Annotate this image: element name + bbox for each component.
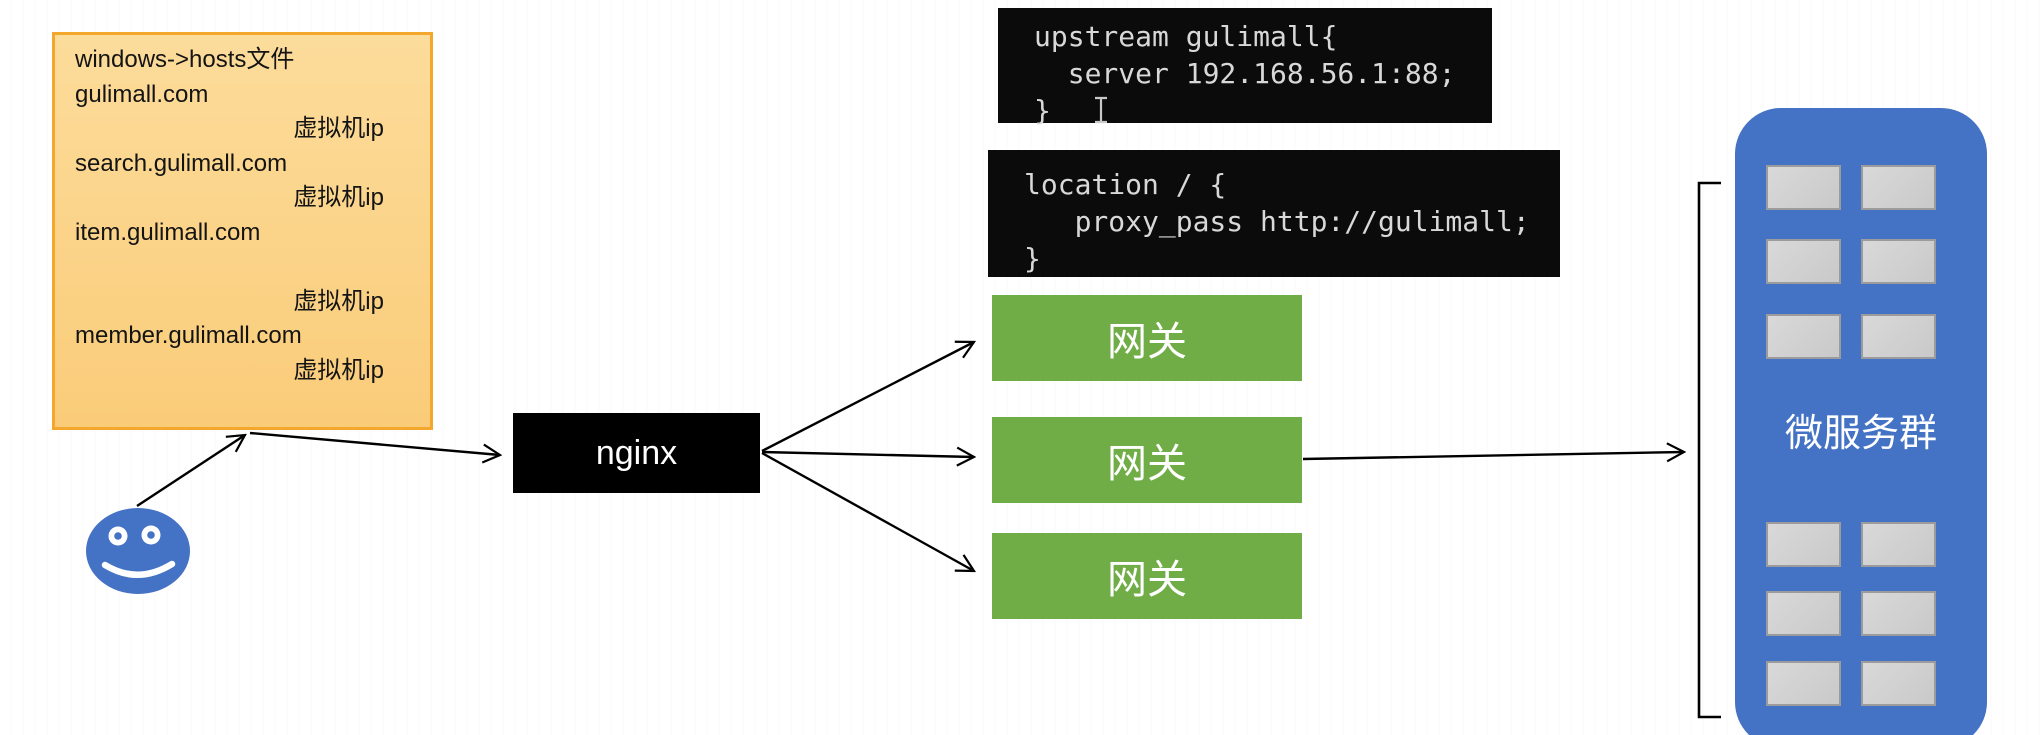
service-window <box>1861 239 1936 284</box>
microservices-cluster: 微服务群 <box>1735 108 1987 735</box>
note-line-blank <box>75 250 410 285</box>
note-line: windows->hosts文件 <box>75 46 295 73</box>
code-line: server 192.168.56.1:88; <box>1034 57 1456 90</box>
gateway-label: 网关 <box>1107 558 1187 602</box>
gateway-node-1: 网关 <box>992 295 1302 381</box>
code-line: } <box>1024 242 1041 275</box>
nginx-node: nginx <box>513 413 760 493</box>
note-line: 虚拟机ip <box>293 287 384 315</box>
note-line: item.gulimall.com <box>75 218 261 246</box>
hosts-note: windows->hosts文件 gulimall.com 虚拟机ip sear… <box>52 32 433 430</box>
service-window <box>1861 591 1936 636</box>
arrow-nginx-to-gateway-1 <box>761 342 974 453</box>
note-line: search.gulimall.com <box>75 149 288 177</box>
service-window <box>1861 314 1936 359</box>
service-window <box>1766 165 1841 210</box>
nginx-label: nginx <box>595 433 678 472</box>
code-line: upstream gulimall{ <box>1034 20 1338 53</box>
service-window <box>1766 591 1841 636</box>
note-line: 虚拟机ip <box>293 356 384 384</box>
code-line: location / { <box>1024 168 1227 201</box>
arrow-nginx-to-gateway-2 <box>761 452 974 457</box>
gateway-label: 网关 <box>1107 320 1187 364</box>
i-beam-text-cursor-icon <box>1095 96 1107 124</box>
note-line: gulimall.com <box>75 80 209 108</box>
arrow-note-to-nginx <box>249 431 500 455</box>
upstream-config-snippet: upstream gulimall{ server 192.168.56.1:8… <box>998 8 1492 127</box>
service-window <box>1766 239 1841 284</box>
gateway-node-2: 网关 <box>992 417 1302 503</box>
code-line: proxy_pass http://gulimall; <box>1024 205 1530 238</box>
cluster-bracket <box>1697 181 1721 719</box>
arrow-user-to-note <box>136 435 245 508</box>
smiley-user-icon <box>86 508 190 594</box>
service-window <box>1861 661 1936 706</box>
service-window <box>1766 661 1841 706</box>
arrow-gateway-to-cluster <box>1302 452 1684 459</box>
gateway-label: 网关 <box>1107 442 1187 486</box>
note-line: 虚拟机ip <box>293 115 384 142</box>
service-window <box>1861 165 1936 210</box>
note-line: member.gulimall.com <box>75 322 302 349</box>
gateway-node-3: 网关 <box>992 533 1302 619</box>
arrow-nginx-to-gateway-3 <box>761 451 974 571</box>
service-window <box>1861 522 1936 567</box>
service-window <box>1766 522 1841 567</box>
code-line: } <box>1034 94 1051 127</box>
service-window <box>1766 314 1841 359</box>
note-line: 虚拟机ip <box>293 184 384 211</box>
cluster-label: 微服务群 <box>1784 413 1937 455</box>
location-config-snippet: location / { proxy_pass http://gulimall;… <box>988 150 1560 277</box>
